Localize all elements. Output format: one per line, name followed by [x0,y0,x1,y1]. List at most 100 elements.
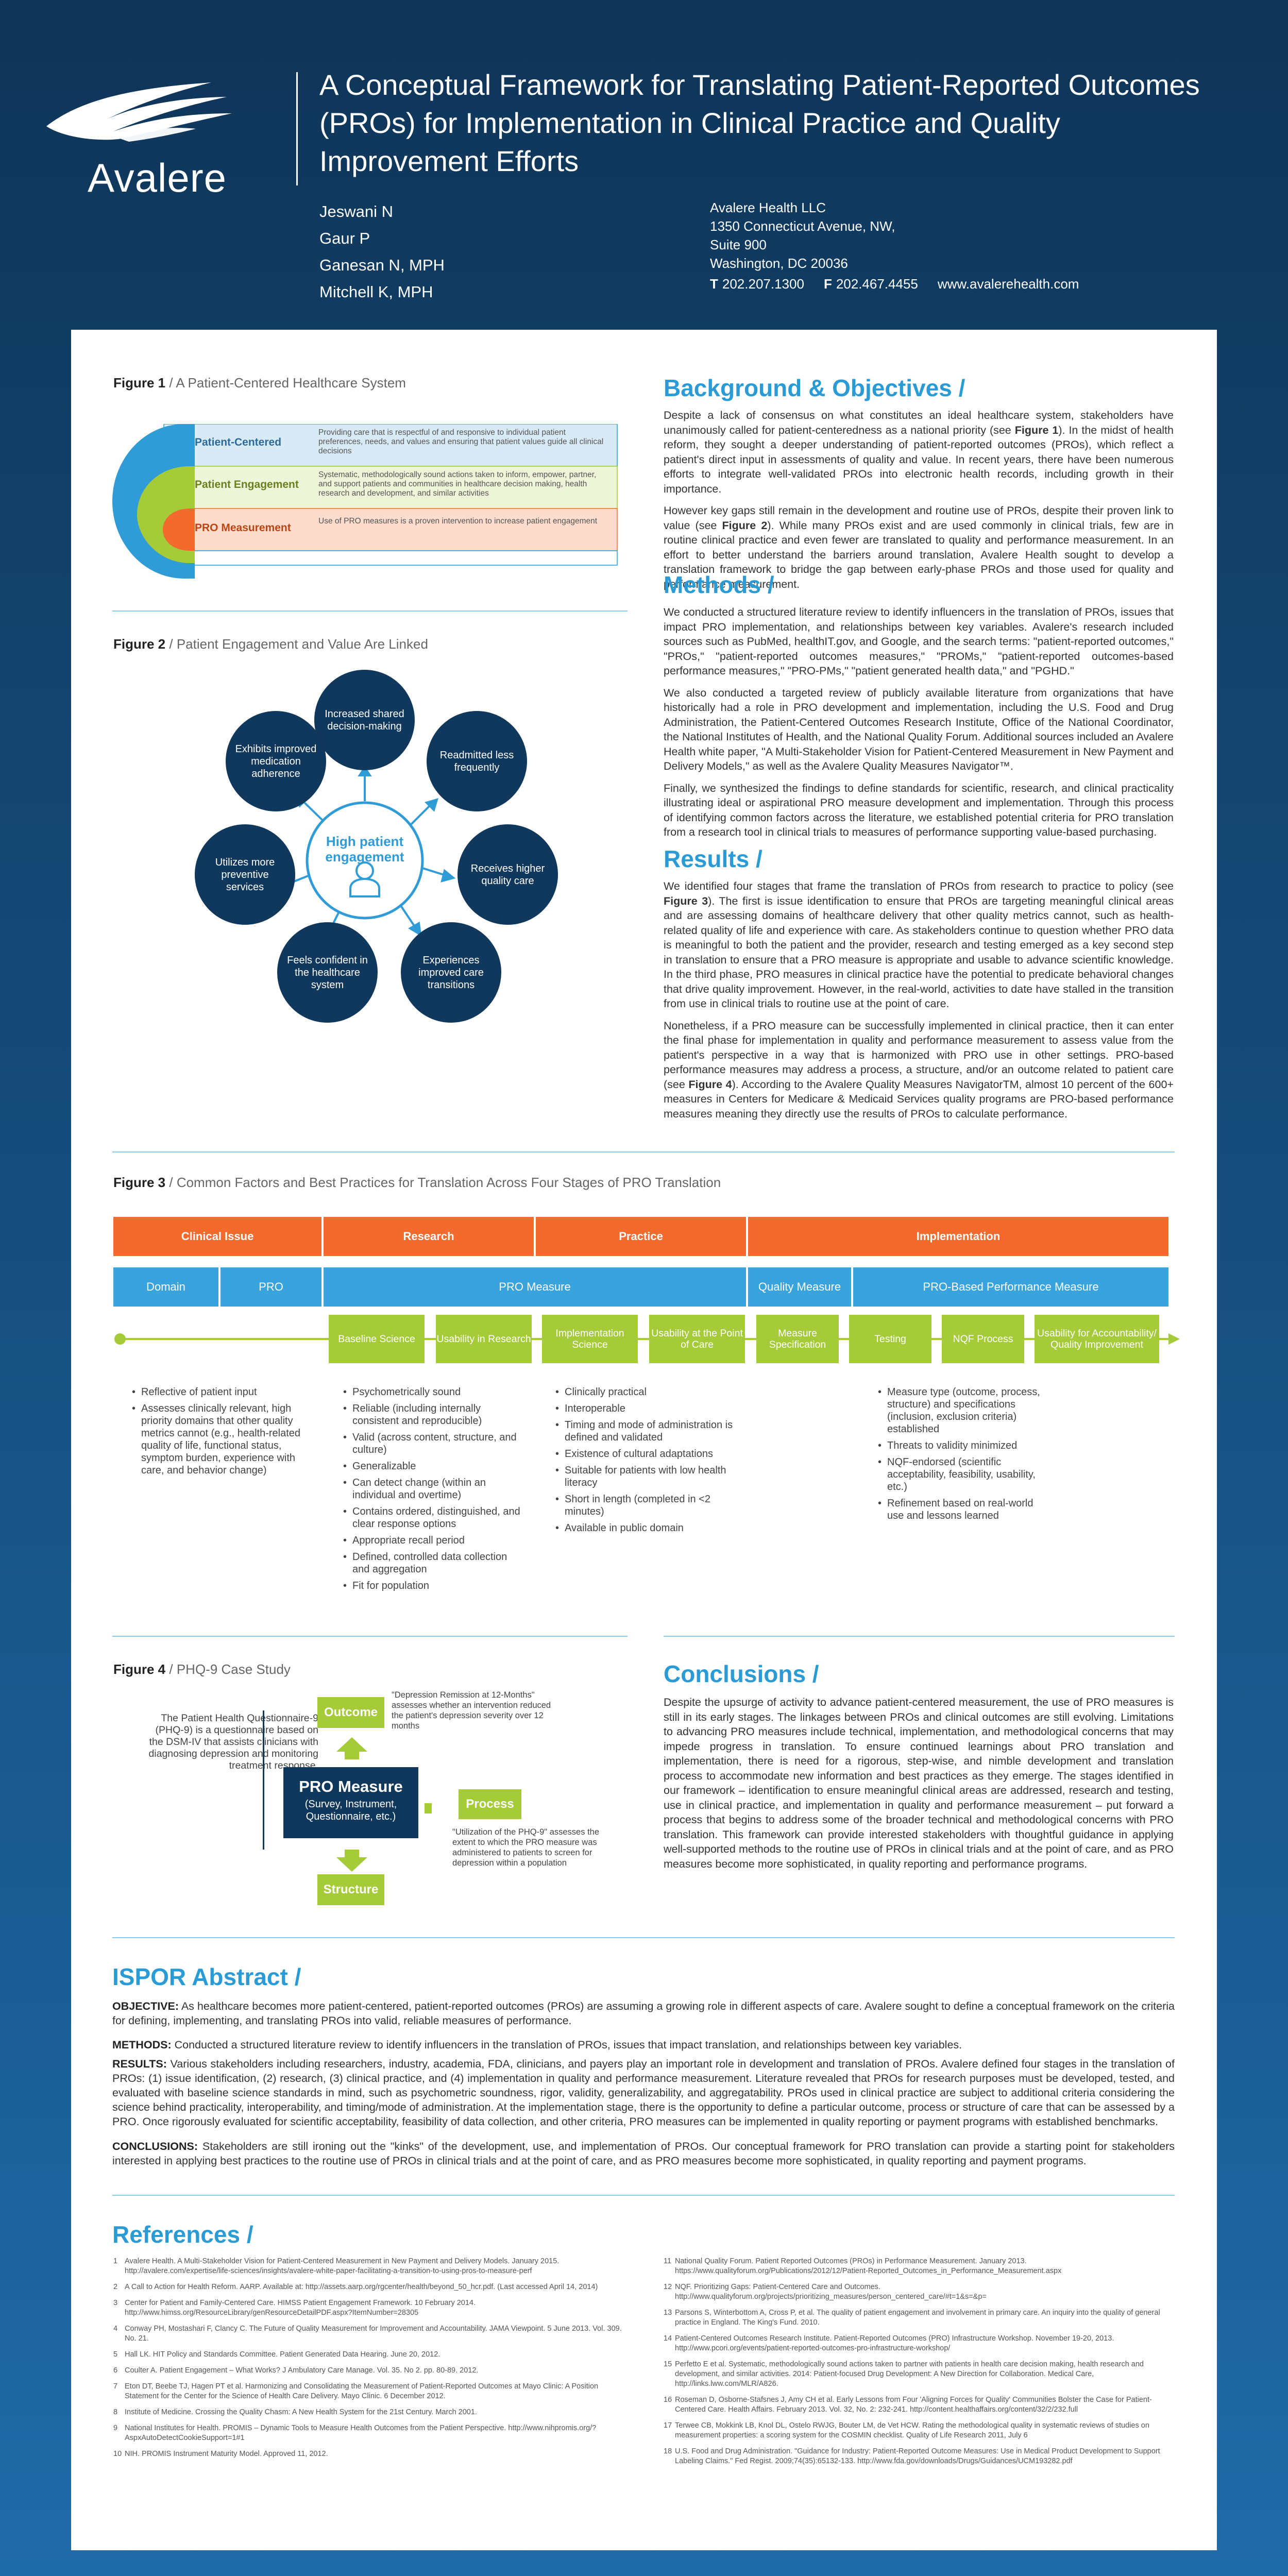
factors-practice: Clinically practical Interoperable Timin… [555,1386,736,1538]
figure-2-title: Figure 2 / Patient Engagement and Value … [113,636,428,652]
factor-item: Available in public domain [555,1522,736,1534]
fig1-text-pro-measurement: Use of PRO measures is a proven interven… [318,517,598,526]
outcome-circle: Readmitted less frequently [427,711,527,811]
row-pro-measure: PRO Measure [324,1267,746,1307]
author: Gaur P [319,229,370,247]
fig4-divider-line [263,1710,264,1850]
section-divider [112,1937,1175,1938]
outcome-circle: Utilizes more preventive services [195,824,295,925]
phone-label: T [710,276,718,292]
step-nqf-process: NQF Process [942,1315,1024,1363]
factor-item: Existence of cultural adaptations [555,1448,736,1460]
stage-research: Research [324,1217,534,1256]
section-divider [112,611,628,612]
factor-item: Measure type (outcome, process, structur… [878,1386,1048,1435]
abstract-methods: METHODS: Conducted a structured literatu… [112,2039,962,2051]
methods-heading: Methods / [664,571,774,598]
structure-box: Structure [317,1874,384,1905]
affiliation-block: Avalere Health LLC 1350 Connecticut Aven… [710,198,1079,293]
factor-item: Defined, controlled data collection and … [343,1551,523,1575]
poster-body: Figure 1 / A Patient-Centered Healthcare… [71,330,1217,2550]
results-text: We identified four stages that frame the… [664,880,1174,1120]
row-quality-measure: Quality Measure [748,1267,851,1307]
factor-item: Fit for population [343,1580,523,1592]
affiliation-line: 1350 Connecticut Avenue, NW, [710,218,895,234]
factor-item: Generalizable [343,1460,523,1472]
figure-2-diagram: High patient engagement Increased shared… [184,670,558,1030]
abstract-objective: OBJECTIVE: As healthcare becomes more pa… [112,2000,1175,2027]
step-measure-specification: Measure Specification [756,1315,839,1363]
factors-clinical-issue: Reflective of patient input Assesses cli… [132,1386,312,1481]
step-usability-accountability: Usability for Accountability/ Quality Im… [1035,1315,1159,1363]
poster-header: Avalere A Conceptual Framework for Trans… [0,0,1288,330]
process-box: Process [459,1789,521,1819]
factor-item: NQF-endorsed (scientific acceptability, … [878,1456,1048,1493]
logo-wordmark: Avalere [88,155,227,200]
pro-measure-box: PRO Measure (Survey, Instrument, Questio… [283,1767,418,1838]
author: Mitchell K, MPH [319,283,433,301]
factor-item: Assesses clinically relevant, high prior… [132,1402,312,1477]
poster-title: A Conceptual Framework for Translating P… [319,69,1200,177]
factor-item: Clinically practical [555,1386,736,1398]
conclusions-text: Despite the upsurge of activity to advan… [664,1696,1174,1870]
fig1-label-patient-centered: Patient-Centered [195,436,282,448]
factor-item: Valid (across content, structure, and cu… [343,1431,523,1456]
affiliation-line: Washington, DC 20036 [710,256,848,271]
results-heading: Results / [664,845,762,872]
step-testing: Testing [849,1315,931,1363]
section-divider [112,1636,628,1637]
outcome-note: "Depression Remission at 12-Months" asse… [392,1690,551,1731]
person-icon [349,861,380,897]
authors-list: Jeswani N Gaur P Ganesan N, MPH Mitchell… [319,198,445,306]
step-usability-point-of-care: Usability at the Point of Care [649,1315,745,1363]
factors-implementation: Measure type (outcome, process, structur… [878,1386,1048,1526]
engagement-spokes-graphic [274,766,456,943]
fax-label: F [823,276,832,292]
factor-item: Interoperable [555,1402,736,1415]
phone-number: 202.207.1300 [722,276,804,292]
outcome-circle: Receives higher quality care [457,824,558,925]
stage-implementation: Implementation [748,1217,1168,1256]
row-domain: Domain [113,1267,218,1307]
factor-item: Contains ordered, distinguished, and cle… [343,1505,523,1530]
header-divider [296,72,298,185]
figure-1-title: Figure 1 / A Patient-Centered Healthcare… [113,375,406,391]
section-divider [664,1636,1175,1637]
factor-item: Threats to validity minimized [878,1439,1048,1452]
factor-item: Reliable (including internally consisten… [343,1402,523,1427]
fig1-label-pro-measurement: PRO Measurement [195,522,291,534]
step-baseline-science: Baseline Science [329,1315,425,1363]
background-text: Despite a lack of consensus on what cons… [664,409,1174,590]
arrow-up-icon [336,1737,367,1759]
arrow-down-icon [336,1850,367,1872]
abstract-conclusions: CONCLUSIONS: Stakeholders are still iron… [112,2140,1175,2167]
section-divider [112,1151,1175,1153]
factor-item: Reflective of patient input [132,1386,312,1398]
center-engagement-label: High patient engagement [325,834,404,865]
factor-item: Short in length (completed in <2 minutes… [555,1493,736,1518]
conclusions-heading: Conclusions / [664,1660,819,1687]
website-link[interactable]: www.avalerehealth.com [937,276,1079,292]
factor-item: Can detect change (within an individual … [343,1477,523,1501]
author: Jeswani N [319,202,393,221]
figure-4-title: Figure 4 / PHQ-9 Case Study [113,1662,291,1677]
outcome-circle: Experiences improved care transitions [401,922,501,1023]
methods-text: We conducted a structured literature rev… [664,606,1174,838]
ispor-heading: ISPOR Abstract / [112,1963,301,1990]
fig1-text-patient-engagement: Systematic, methodologically sound actio… [318,470,597,498]
affiliation-line: Avalere Health LLC [710,200,826,215]
factor-item: Appropriate recall period [343,1534,523,1547]
author: Ganesan N, MPH [319,256,445,274]
factor-item: Timing and mode of administration is def… [555,1419,736,1444]
